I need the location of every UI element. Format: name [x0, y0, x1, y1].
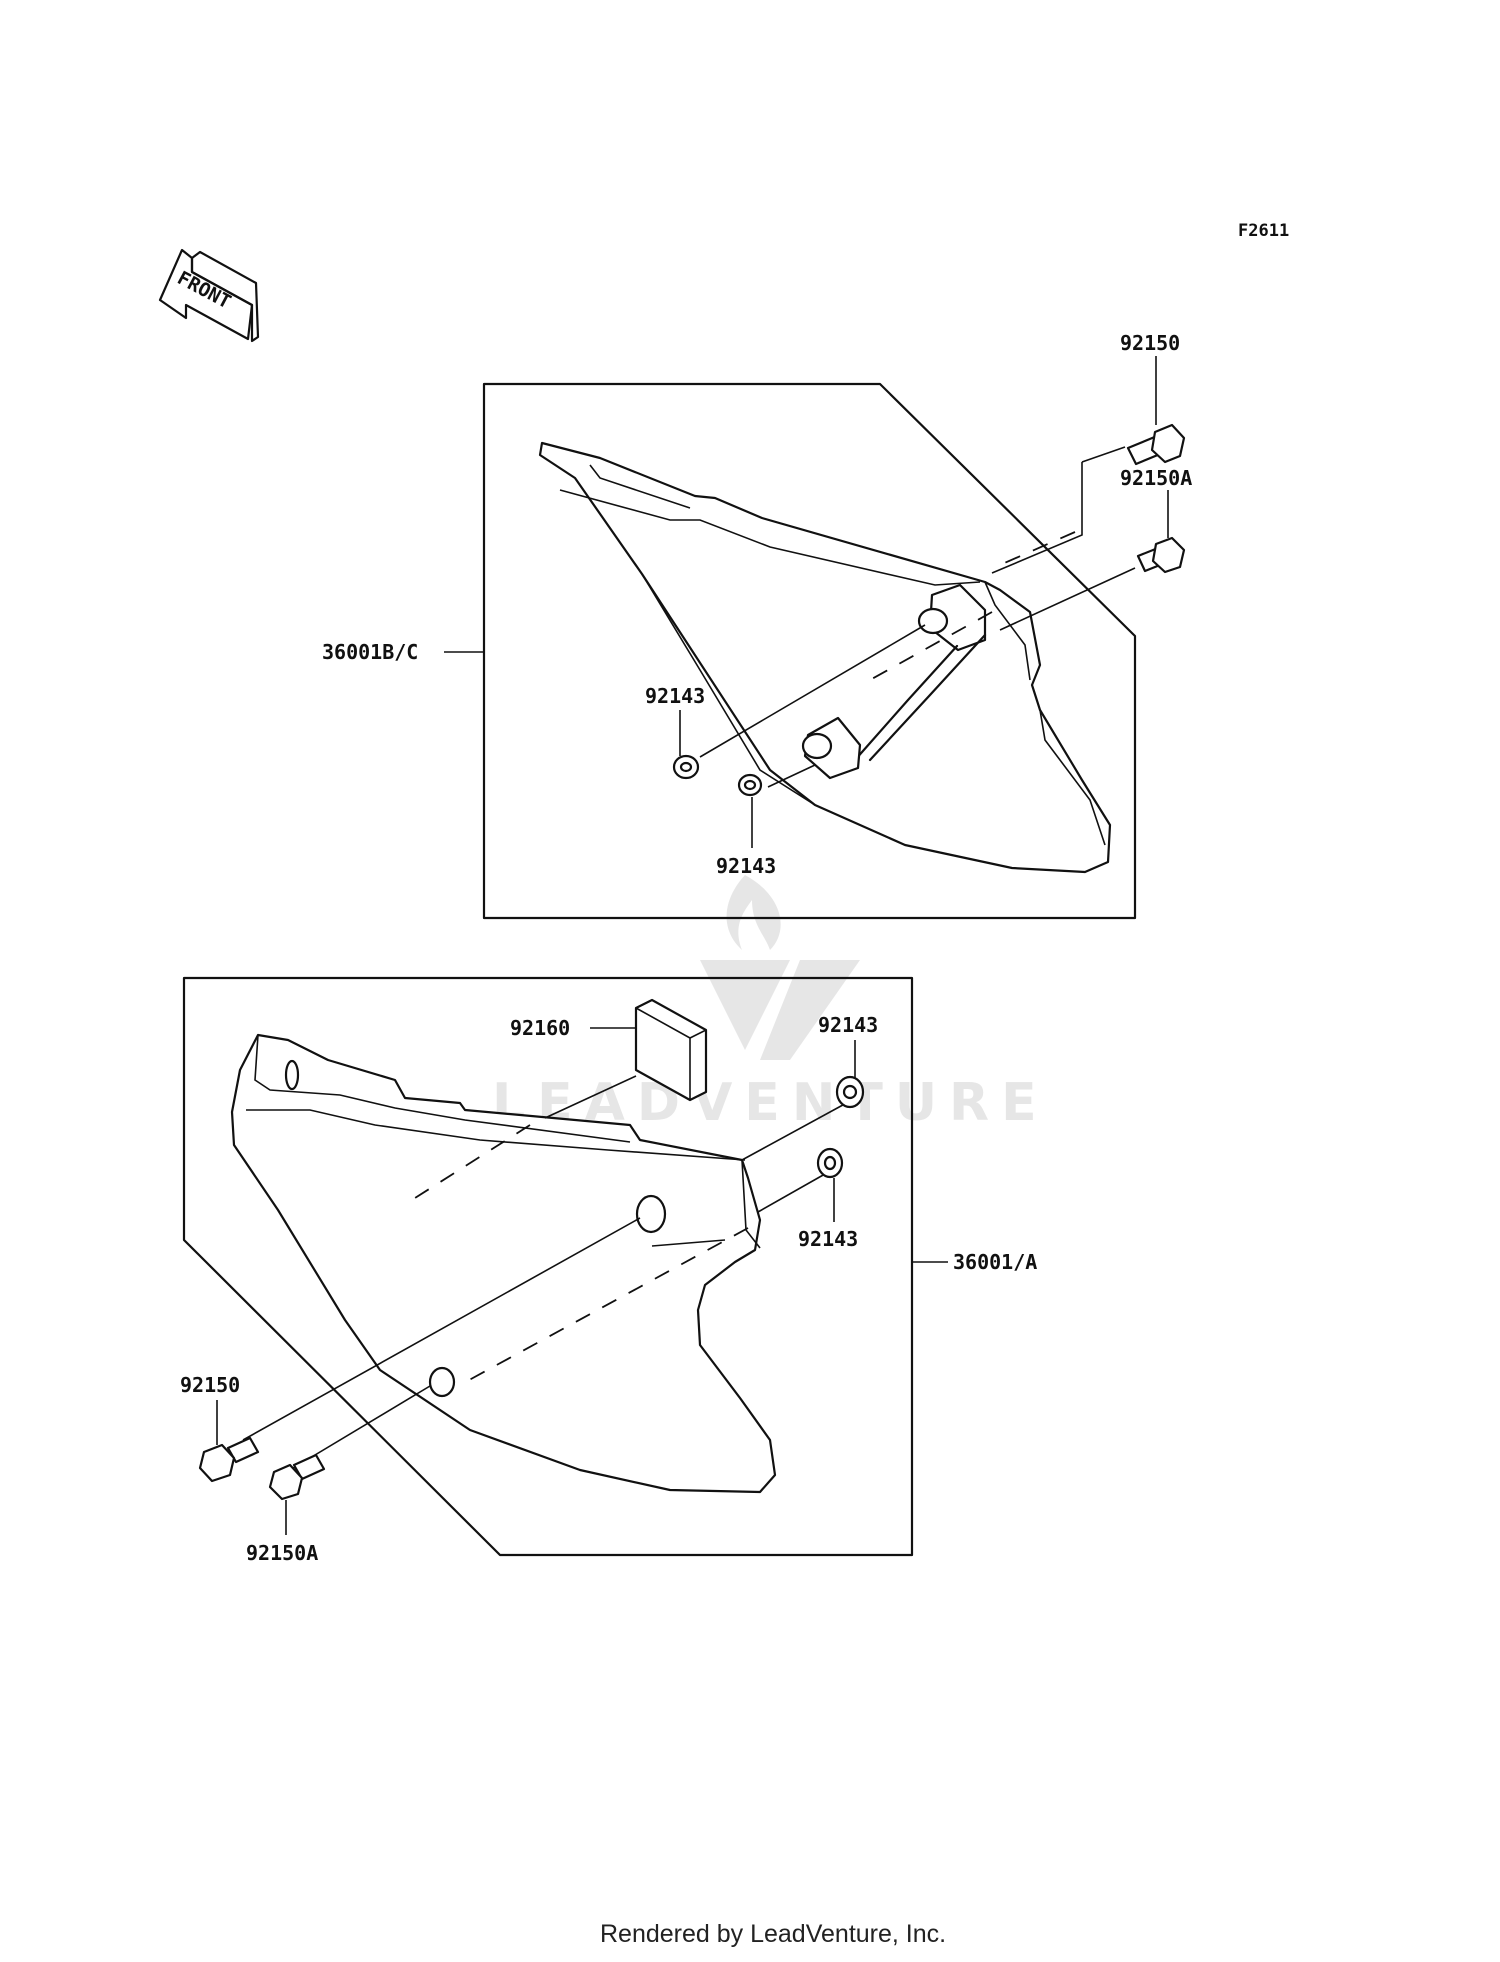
lower-callouts: 92160 92143 92143 36001/A 92150 92150A [180, 1013, 1037, 1565]
upper-washer-right-icon [737, 773, 763, 797]
upper-assembly-frame [482, 382, 1137, 920]
upper-bolt-92150A-icon [1136, 536, 1186, 574]
front-arrow-icon: FRONT [158, 248, 260, 343]
upper-callouts: 92150 92150A 36001B/C 92143 92143 [322, 331, 1192, 878]
callout-lower-washer-top: 92143 [818, 1013, 878, 1037]
upper-leader-lines [699, 446, 1136, 788]
lower-washer-bottom-icon [816, 1147, 844, 1179]
callout-upper-bolt-a: 92150A [1120, 466, 1192, 490]
lower-sticker-92160-icon [634, 998, 708, 1102]
lower-side-cover [230, 1033, 777, 1494]
diagram-code: F2611 [1238, 221, 1289, 241]
callout-upper-bolt: 92150 [1120, 331, 1180, 355]
callout-lower-sticker: 92160 [510, 1016, 570, 1040]
callout-upper-assembly: 36001B/C [322, 640, 418, 664]
front-label: FRONT [174, 267, 235, 313]
callout-lower-assembly: 36001/A [953, 1250, 1037, 1274]
upper-washer-left-icon [672, 754, 700, 780]
callout-lower-bolt: 92150 [180, 1373, 240, 1397]
lower-assembly-frame [182, 976, 914, 1557]
lower-bolt-92150-icon [198, 1436, 260, 1483]
lower-bolt-92150A-icon [268, 1453, 326, 1501]
callout-lower-washer-bottom: 92143 [798, 1227, 858, 1251]
watermark-logo: LEADVENTURE [492, 875, 1037, 1133]
upper-side-cover [538, 441, 1112, 874]
lower-washer-top-icon [835, 1075, 865, 1109]
callout-upper-washer-left: 92143 [645, 684, 705, 708]
callout-lower-bolt-a: 92150A [246, 1541, 318, 1565]
upper-bolt-92150-icon [1126, 423, 1186, 466]
callout-upper-washer-right: 92143 [716, 854, 776, 878]
footer-credit: Rendered by LeadVenture, Inc. [600, 1920, 946, 1948]
